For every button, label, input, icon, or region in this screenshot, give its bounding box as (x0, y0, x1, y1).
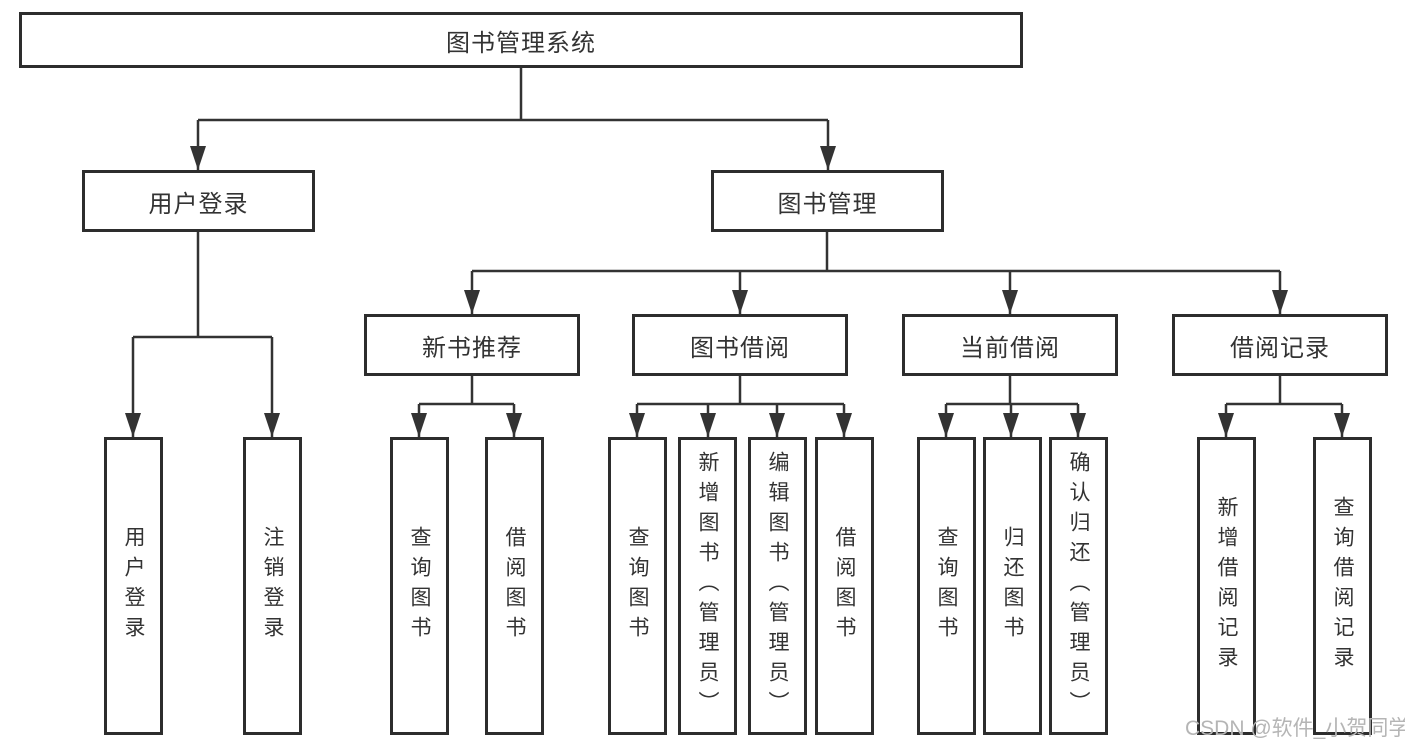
arrowhead (629, 413, 645, 437)
leaf-borrow-add-books-admin: 新增图书（管理员） (678, 437, 737, 735)
arrowhead (1003, 413, 1019, 437)
leaf-label: 查询借阅记录 (1331, 496, 1354, 676)
node-book-management: 图书管理 (711, 170, 944, 232)
connector-root-to-level2 (196, 67, 830, 170)
leaf-records-query-record: 查询借阅记录 (1313, 437, 1372, 735)
leaf-label: 查询图书 (935, 526, 958, 646)
arrowhead (1334, 413, 1350, 437)
leaf-label: 借阅图书 (503, 526, 526, 646)
leaf-label: 注销登录 (261, 526, 284, 646)
leaf-label: 借阅图书 (833, 526, 856, 646)
leaf-current-return-books: 归还图书 (983, 437, 1042, 735)
leaf-label: 查询图书 (408, 526, 431, 646)
leaf-records-add-record: 新增借阅记录 (1197, 437, 1256, 735)
leaf-newbook-borrow-books: 借阅图书 (485, 437, 544, 735)
leaf-label: 归还图书 (1001, 526, 1024, 646)
node-root-system: 图书管理系统 (19, 12, 1023, 68)
leaf-current-query-books: 查询图书 (917, 437, 976, 735)
arrowhead (700, 413, 716, 437)
arrowhead (1070, 413, 1086, 437)
arrowhead (836, 413, 852, 437)
leaf-logout: 注销登录 (243, 437, 302, 735)
arrowhead (732, 290, 748, 314)
arrowhead (769, 413, 785, 437)
arrowhead (820, 146, 836, 170)
node-borrowing-records: 借阅记录 (1172, 314, 1388, 376)
arrowhead (264, 413, 280, 437)
arrowhead (125, 413, 141, 437)
csdn-watermark: CSDN @软件_小贺同学 (1185, 717, 1405, 740)
connector-login-to-leaves (131, 232, 274, 437)
arrowhead (190, 146, 206, 170)
leaf-newbook-query-books: 查询图书 (390, 437, 449, 735)
leaf-label: 查询图书 (626, 526, 649, 646)
connector-records-to-leaves (1224, 376, 1344, 437)
connector-bookborrow-to-leaves (635, 376, 846, 437)
connector-newbook-to-leaves (417, 376, 516, 437)
leaf-label: 编辑图书（管理员） (766, 451, 789, 721)
leaf-borrow-edit-books-admin: 编辑图书（管理员） (748, 437, 807, 735)
leaf-label: 新增图书（管理员） (696, 451, 719, 721)
arrowhead (938, 413, 954, 437)
leaf-label: 确认归还（管理员） (1067, 451, 1090, 721)
leaf-user-login: 用户登录 (104, 437, 163, 735)
arrowhead (1002, 290, 1018, 314)
leaf-label: 新增借阅记录 (1215, 496, 1238, 676)
connector-management-to-level3 (470, 232, 1282, 314)
arrowhead (1272, 290, 1288, 314)
node-current-borrowing: 当前借阅 (902, 314, 1118, 376)
arrowhead (506, 413, 522, 437)
node-book-borrowing: 图书借阅 (632, 314, 848, 376)
arrowhead (464, 290, 480, 314)
leaf-borrow-query-books: 查询图书 (608, 437, 667, 735)
leaf-label: 用户登录 (122, 526, 145, 646)
leaf-current-confirm-return-admin: 确认归还（管理员） (1049, 437, 1108, 735)
leaf-borrow-borrow-books: 借阅图书 (815, 437, 874, 735)
node-user-login: 用户登录 (82, 170, 315, 232)
arrowhead (411, 413, 427, 437)
arrowhead (1218, 413, 1234, 437)
node-new-book-recommendation: 新书推荐 (364, 314, 580, 376)
